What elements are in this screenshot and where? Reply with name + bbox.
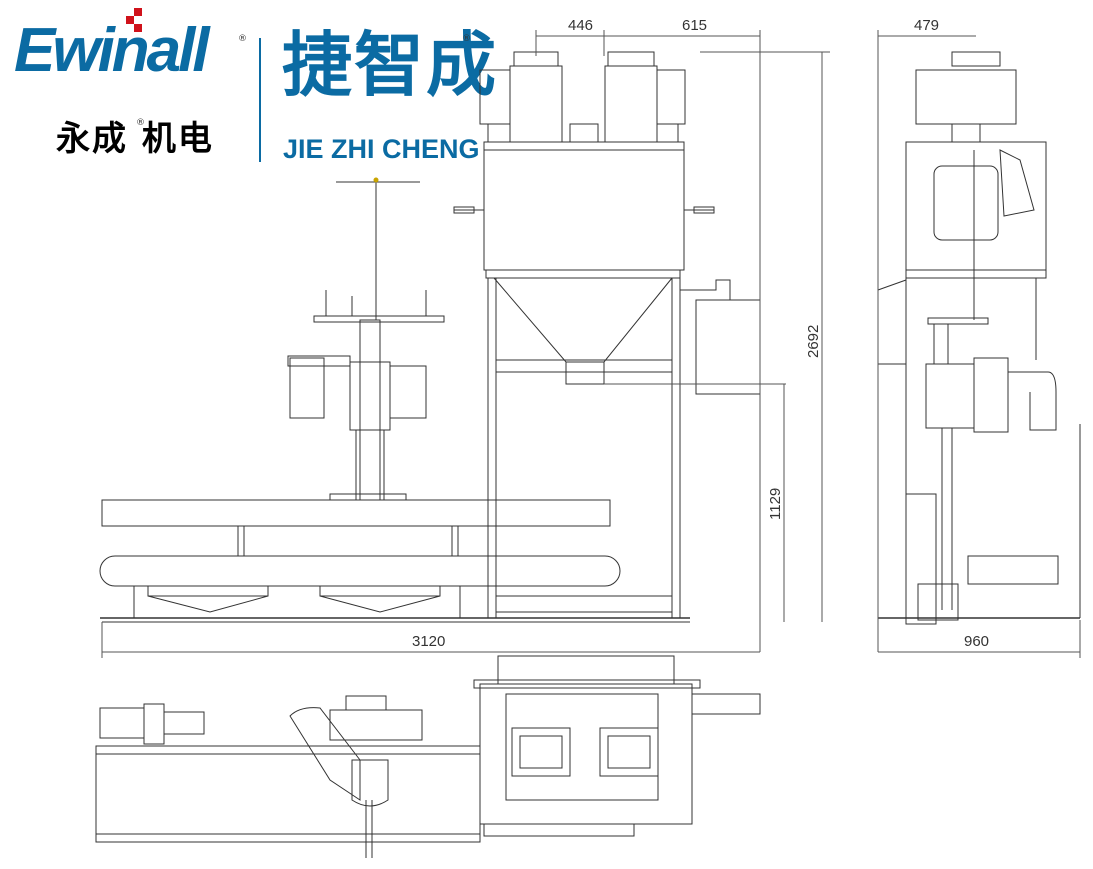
dimension-lines: [101, 30, 1081, 658]
side-sewing-head: [925, 363, 975, 429]
dim-479: 479: [914, 17, 939, 34]
logo-english: Ewinall: [14, 16, 210, 85]
dim-3120: 3120: [412, 633, 445, 650]
front-belt-conveyor: [99, 555, 621, 587]
side-storage-hopper: [905, 141, 1047, 271]
dim-2692: 2692: [805, 325, 822, 358]
logo-red-squares: [126, 8, 142, 32]
dim-615: 615: [682, 17, 707, 34]
dim-446: 446: [568, 17, 593, 34]
plan-control-box: [691, 693, 761, 715]
front-discharge-spout: [565, 361, 605, 385]
logo-chinese-small: 永成 机电: [56, 119, 214, 159]
front-weigh-hopper-right: [604, 65, 658, 143]
side-feeder: [951, 51, 1001, 67]
front-clamp-plate: [313, 315, 445, 323]
registered-mark-jzc: ®: [462, 34, 471, 44]
plan-belt-conveyor: [95, 745, 481, 843]
front-control-box: [695, 299, 761, 395]
front-cone-flange: [485, 269, 681, 279]
front-feeder-right: [607, 51, 655, 67]
plan-motor: [99, 707, 145, 739]
front-center-box: [569, 123, 599, 143]
registered-mark-cn: ®: [136, 118, 145, 128]
front-sewing-head: [349, 361, 391, 431]
front-sewing-motor: [289, 357, 325, 419]
logo-chinese-large: 捷智成: [282, 24, 498, 106]
plan-hopper-opening-left: [511, 727, 571, 777]
dim-1129: 1129: [767, 488, 784, 520]
plan-view: [95, 655, 761, 858]
front-motor-right: [656, 69, 686, 125]
side-belt-conveyor: [967, 555, 1059, 585]
front-storage-hopper: [483, 141, 685, 271]
front-conveyor-table: [101, 499, 611, 527]
dim-960: 960: [964, 633, 989, 650]
front-view: [99, 51, 761, 623]
logo-separator: [259, 38, 261, 162]
logo-pinyin: JIE ZHI CHENG: [283, 134, 480, 164]
front-weigh-hopper-left: [509, 65, 563, 143]
plan-hopper-opening-right: [599, 727, 659, 777]
registered-mark: ®: [238, 34, 247, 44]
side-view: [877, 51, 1081, 625]
side-weigh-hopper: [915, 69, 1017, 125]
front-motor-left: [479, 69, 511, 125]
